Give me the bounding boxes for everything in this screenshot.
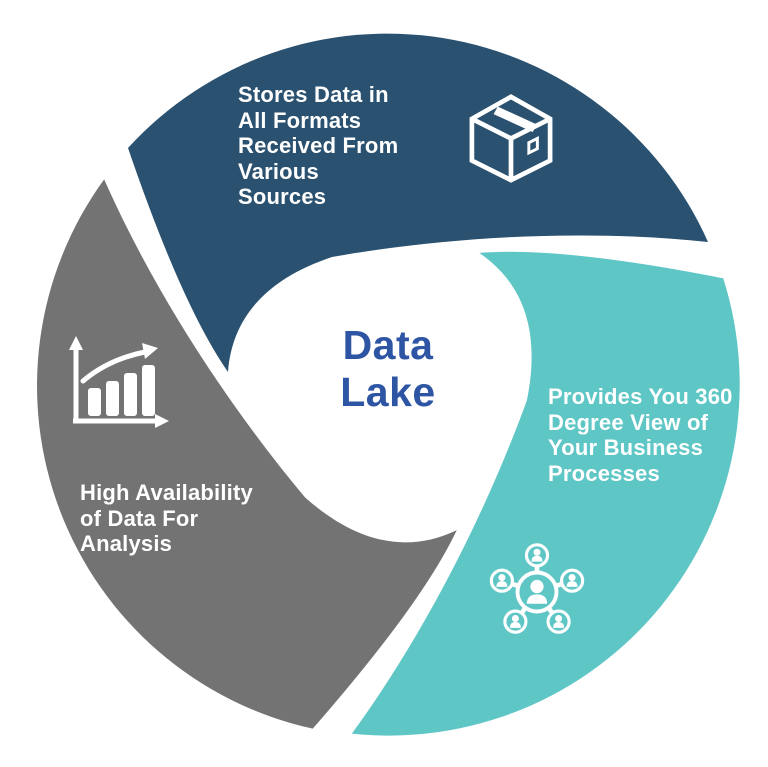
network-node-person (546, 609, 571, 634)
segment-360view-arc (351, 251, 740, 736)
growth-chart-icon (69, 336, 169, 428)
ring-segments (37, 33, 740, 736)
trend-curve (80, 349, 148, 384)
box-tape-band (493, 106, 537, 132)
network-node-person (560, 568, 585, 593)
axis-arrow-right (155, 414, 169, 428)
segment-availability-label: High Availability of Data For Analysis (80, 480, 253, 556)
bar-1 (88, 388, 101, 416)
segment-stores-arc (128, 33, 708, 372)
network-node-person (503, 609, 528, 634)
network-node-person (524, 543, 550, 568)
bar-2 (106, 381, 119, 416)
trend-arrowhead (142, 343, 158, 359)
box-label (527, 136, 539, 156)
segment-360view-label: Provides You 360 Degree View of Your Bus… (548, 384, 733, 486)
package-box-icon (469, 94, 553, 183)
axes (73, 347, 158, 424)
diagram-title: Data Lake (340, 322, 436, 415)
axis-arrow-up (69, 336, 83, 350)
bar-4 (142, 365, 155, 416)
network-node-person (489, 568, 514, 593)
network-people-icon (489, 543, 585, 634)
network-hub-person (515, 570, 559, 614)
segment-stores-label: Stores Data in All Formats Received From… (238, 82, 399, 209)
segment-availability-arc (37, 179, 457, 729)
bar-3 (124, 373, 137, 416)
box-inner-edges (470, 116, 552, 181)
